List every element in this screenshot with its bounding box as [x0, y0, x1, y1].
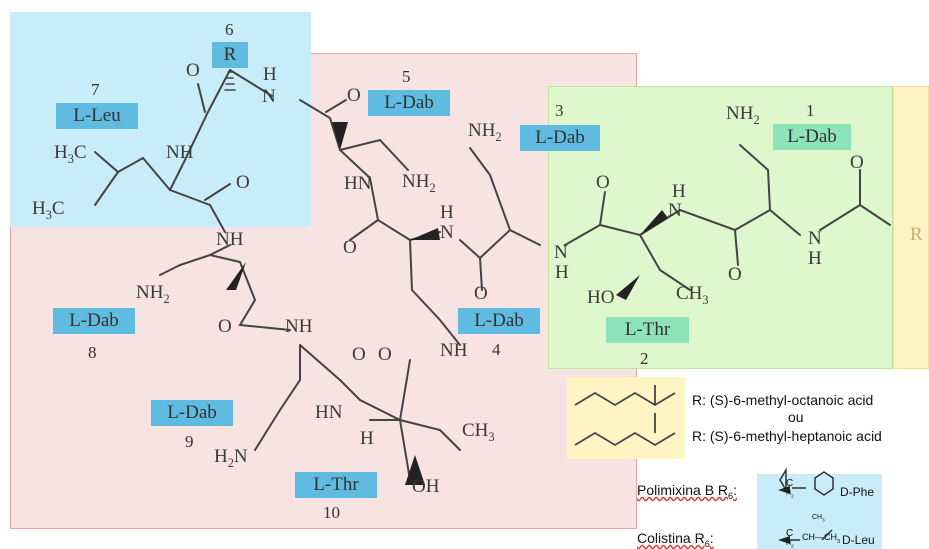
atom-o-dab5: O: [347, 85, 361, 106]
residue-label-dab4: L-Dab: [458, 308, 540, 334]
legend-h-phe: H2: [786, 490, 794, 499]
residue-number-8: 8: [88, 343, 97, 362]
atom-o-thr10-left: O: [352, 344, 366, 365]
atom-o-dab4-top: O: [343, 237, 357, 258]
atom-h-dab1: H: [808, 248, 822, 269]
residue-label-r6: R: [212, 42, 248, 68]
atom-nh-thr2: N: [668, 200, 682, 221]
legend-ch3-leu: CH3: [812, 514, 825, 523]
residue-number-9: 9: [185, 432, 194, 451]
atom-nh-dab4: N: [440, 222, 454, 243]
atom-n-dab1: N: [808, 228, 822, 249]
residue-number-7: 7: [91, 80, 100, 99]
atom-nh2-dab3: NH2: [468, 120, 502, 144]
atom-nh2-dab8: NH2: [136, 282, 170, 306]
atom-ho-thr2: HO: [587, 287, 615, 308]
atom-o-dab3: O: [474, 283, 488, 304]
atom-oh-thr10: OH: [412, 476, 440, 497]
residue-label-dab1: L-Dab: [773, 124, 851, 150]
atom-nh-leu: NH: [166, 142, 194, 163]
atom-o-thr10-right: O: [378, 344, 392, 365]
atom-o-dab1: O: [850, 152, 864, 173]
atom-h-dab4: H: [440, 202, 454, 223]
residue-label-dab8: L-Dab: [53, 308, 135, 334]
legend-r-or: ou: [788, 409, 804, 425]
legend-chain-leu: CH—CH3: [802, 532, 841, 545]
atom-o-thr2-bottom: O: [728, 264, 742, 285]
residue-number-3: 3: [555, 101, 564, 120]
atom-o-thr2-top: O: [596, 172, 610, 193]
r-legend-region: [567, 377, 685, 459]
residue-number-10: 10: [323, 503, 340, 522]
atom-nh-r6: N: [262, 86, 276, 107]
legend-c-leu: C: [786, 528, 794, 539]
atom-nh-dab8: NH: [216, 229, 244, 250]
atom-o-dab8: O: [218, 316, 232, 337]
legend-colistina: Colistina R6:: [637, 530, 714, 549]
atom-nh-dab9: NH: [285, 316, 313, 337]
residue-number-2: 2: [640, 349, 649, 368]
legend-r-octanoic: R: (S)-6-methyl-octanoic acid: [692, 392, 874, 408]
residue-label-dab5: L-Dab: [368, 90, 450, 116]
atom-o-leu: O: [236, 172, 250, 193]
atom-nh2-dab5: NH2: [402, 171, 436, 195]
residue-label-dab3: L-Dab: [520, 125, 600, 151]
atom-h-thr2: H: [672, 181, 686, 202]
atom-h3c-bottom: H3C: [32, 198, 65, 222]
legend-dphe: D-Phe: [840, 485, 875, 499]
atom-n-dab3: N: [554, 242, 568, 263]
atom-hn-thr10: HN: [315, 402, 343, 423]
residue-label-thr2: L-Thr: [606, 317, 689, 343]
atom-ch3-thr10: CH3: [462, 420, 495, 444]
residue-label-thr10: L-Thr: [295, 472, 377, 498]
atom-o-r6: O: [186, 60, 200, 81]
atom-h-r6: H: [263, 64, 277, 85]
legend-dleu: D-Leu: [842, 533, 875, 547]
legend-r-heptanoic: R: (S)-6-methyl-heptanoic acid: [692, 428, 882, 444]
residue-label-leu7: L-Leu: [56, 103, 138, 129]
atom-h-dab3: H: [555, 262, 569, 283]
atom-h2n-dab9: H2N: [214, 446, 248, 470]
residue-number-5: 5: [402, 67, 411, 86]
r6-legend-region: [757, 474, 882, 549]
legend-c-phe: C: [786, 478, 794, 489]
legend-h-leu: H2: [786, 540, 794, 549]
legend-polimixina: Polimixina B R6:: [637, 482, 737, 501]
residue-number-4: 4: [492, 340, 501, 359]
atom-nh-dab4-ring: NH: [440, 340, 468, 361]
residue-number-1: 1: [806, 101, 815, 120]
atom-ch3-thr2: CH3: [676, 283, 709, 307]
atom-nh2-dab1: NH2: [726, 103, 760, 127]
atom-r-fatty: R: [910, 224, 923, 245]
residue-number-6: 6: [225, 20, 234, 39]
atom-hn-dab5: HN: [344, 173, 372, 194]
atom-h3c-top: H3C: [54, 142, 87, 166]
residue-label-dab9: L-Dab: [151, 400, 233, 426]
atom-h-thr10: H: [360, 428, 374, 449]
